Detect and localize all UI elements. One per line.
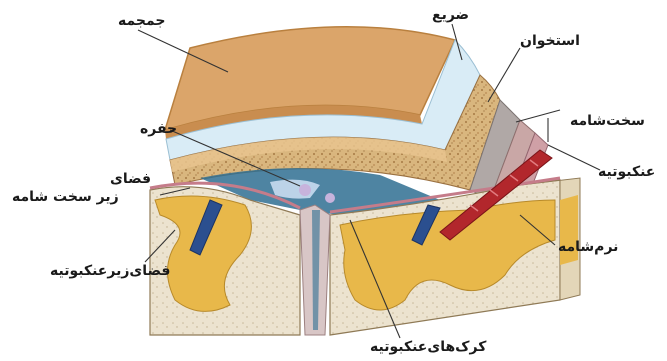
label-arachnoid-villi: کرک‌های‌عنکبوتیه <box>370 338 486 356</box>
granulation <box>299 184 311 196</box>
label-bone: استخوان <box>520 32 580 50</box>
leader-dura-1 <box>516 110 560 122</box>
label-subdural-space-1: فضای <box>110 170 151 188</box>
label-skull: جمجمه <box>118 12 165 30</box>
label-dura-mater: سخت‌شامه <box>570 112 645 130</box>
granulation-2 <box>325 193 335 203</box>
label-arachnoid: عنکبوتیه <box>598 163 655 181</box>
label-sinus: حفره <box>140 120 177 138</box>
label-subarachnoid-space: فضای‌زیرعنکبوتیه <box>50 262 170 280</box>
leader-bone <box>488 48 520 102</box>
label-pia-mater: نرم‌شامه <box>558 238 618 256</box>
leader-arachnoid <box>548 145 600 170</box>
label-periosteum: ضریع <box>432 6 469 24</box>
label-subdural-space-2: زیر سخت شامه <box>12 188 119 206</box>
